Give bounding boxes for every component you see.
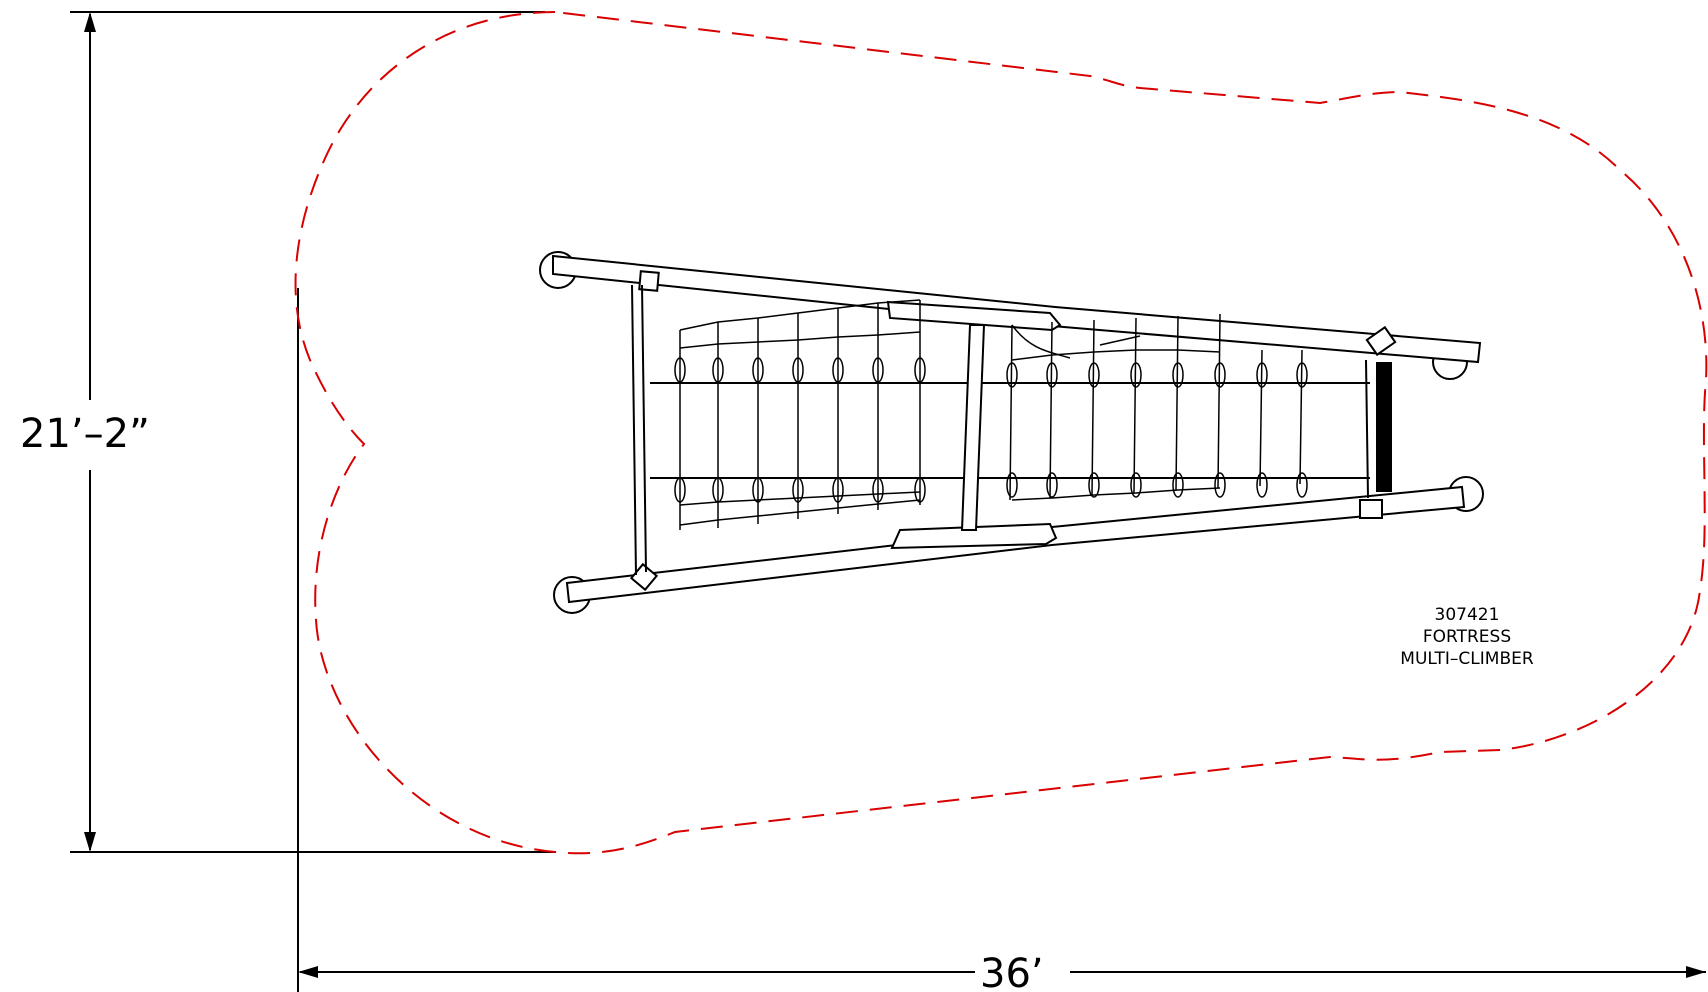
product-number: 307421 — [1435, 605, 1500, 625]
rail-clamp — [629, 562, 659, 592]
rail-clamp — [886, 300, 1062, 332]
arrowhead-left-icon — [298, 966, 318, 978]
product-label: 307421 FORTRESS MULTI–CLIMBER — [1400, 605, 1534, 669]
use-zone-boundary — [294, 10, 1708, 855]
net-rungs — [674, 299, 1308, 530]
arrowhead-up-icon — [84, 12, 96, 32]
arrowhead-down-icon — [84, 832, 96, 852]
rail-clamp — [890, 522, 1058, 550]
rail-clamp — [638, 270, 660, 292]
height-label: 21’–2” — [20, 411, 150, 457]
end-post-left — [631, 284, 637, 576]
top-rail — [552, 254, 1482, 364]
cross-brace — [960, 324, 986, 531]
end-post-left — [641, 284, 647, 573]
multi-climber-structure — [539, 251, 1484, 614]
width-label: 36’ — [980, 951, 1044, 992]
rail-clamp — [1365, 325, 1397, 357]
product-name-line1: FORTRESS — [1423, 627, 1511, 647]
height-dimension: 21’–2” — [20, 11, 555, 853]
rail-clamp — [1359, 499, 1383, 519]
end-post-right — [1376, 362, 1392, 492]
arrowhead-right-icon — [1686, 966, 1706, 978]
width-dimension: 36’ — [297, 288, 1706, 992]
product-name-line2: MULTI–CLIMBER — [1400, 649, 1534, 669]
